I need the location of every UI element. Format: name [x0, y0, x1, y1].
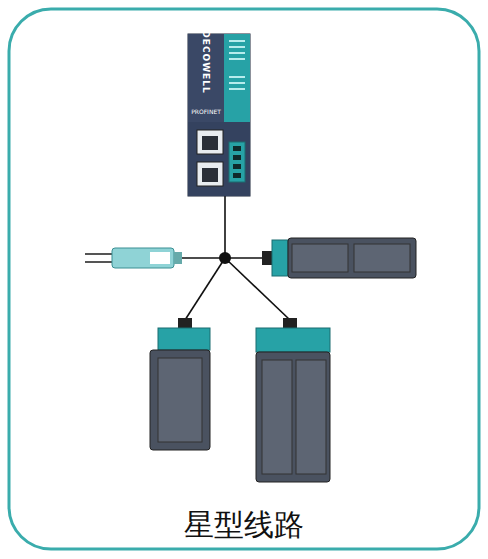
- profinet-coupler: [188, 34, 250, 196]
- caption: 星型线路: [184, 505, 304, 546]
- io-module-small: [150, 318, 210, 450]
- star-wires: [178, 196, 290, 320]
- sensor-module: [85, 248, 182, 268]
- protocol-label: PROFINET: [191, 108, 221, 115]
- io-module-horizontal: [262, 238, 416, 278]
- brand-label: DECOWELL: [201, 30, 211, 93]
- io-module-large: [256, 318, 330, 482]
- frame: [9, 9, 479, 549]
- hub-dot: [219, 252, 231, 264]
